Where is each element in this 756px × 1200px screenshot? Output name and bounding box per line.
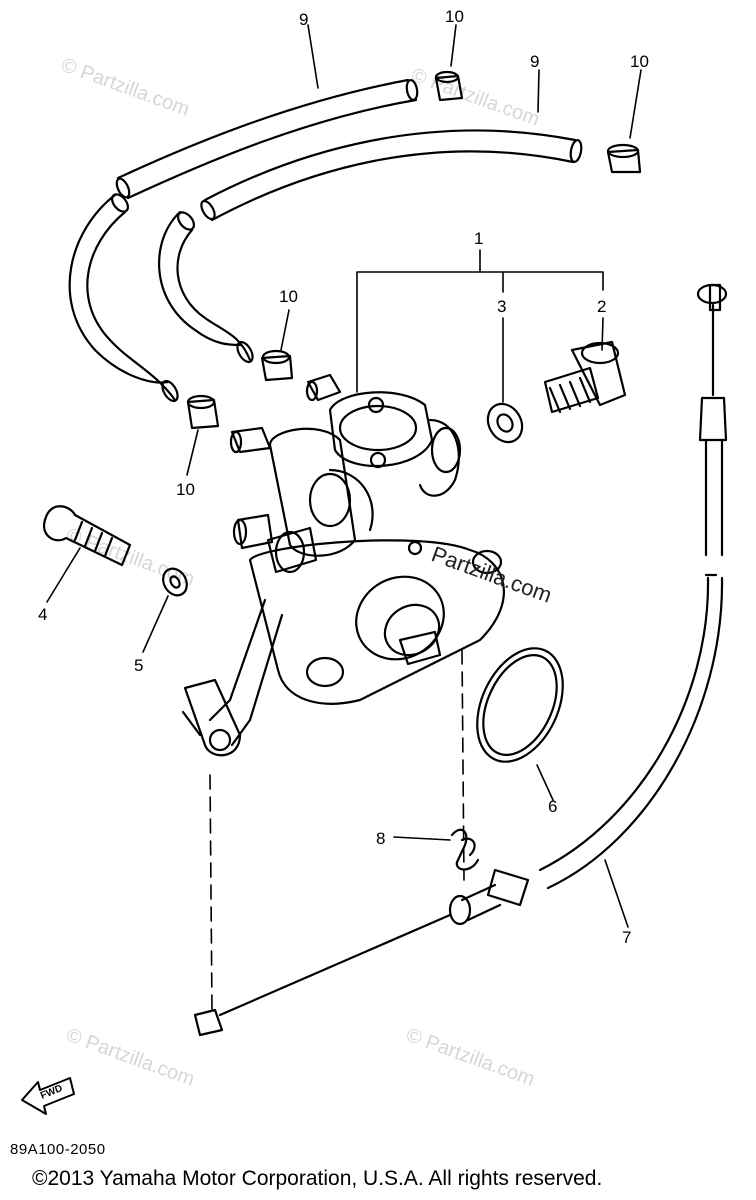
hose-9-upper — [115, 78, 419, 200]
clamp-10-right — [606, 143, 642, 174]
oil-pump-assembly — [181, 373, 505, 757]
clip-8 — [450, 828, 480, 871]
fwd-arrow-icon: FWD — [21, 1077, 75, 1115]
hose-inner — [158, 210, 254, 364]
leader-lines — [46, 24, 642, 928]
callout-10-top: 10 — [445, 7, 464, 26]
clamp-10-mid — [260, 349, 294, 382]
watermark: © Partzilla.com — [408, 64, 542, 131]
bolt-4 — [42, 505, 132, 567]
o-ring-6 — [476, 647, 564, 763]
clamp-10-top — [434, 70, 464, 102]
hose-left — [68, 193, 179, 403]
callout-10-left: 10 — [176, 480, 195, 499]
callouts: 1 2 3 4 5 6 7 8 9 9 10 10 10 10 — [38, 7, 649, 947]
watermark: © Partzilla.com — [63, 524, 197, 591]
callout-6: 6 — [548, 797, 557, 816]
washer-5 — [162, 567, 188, 597]
callout-3: 3 — [497, 297, 506, 316]
callout-2: 2 — [597, 297, 606, 316]
callout-10-right: 10 — [630, 52, 649, 71]
washer-3 — [486, 402, 524, 444]
clamp-10-left — [186, 394, 220, 430]
hose-9-lower — [200, 129, 583, 222]
callout-9-top: 9 — [299, 10, 308, 29]
watermark: © Partzilla.com — [58, 54, 192, 121]
callout-9-right: 9 — [530, 52, 539, 71]
watermark: © Partzilla.com — [63, 1024, 197, 1091]
diagram-code: 89A100-2050 — [10, 1141, 106, 1158]
watermark: © Partzilla.com — [403, 1024, 537, 1091]
callout-7: 7 — [622, 928, 631, 947]
callout-5: 5 — [134, 656, 143, 675]
callout-4: 4 — [38, 605, 47, 624]
cable-7 — [193, 283, 728, 1037]
copyright-notice: ©2013 Yamaha Motor Corporation, U.S.A. A… — [32, 1167, 603, 1190]
callout-10-mid: 10 — [279, 287, 298, 306]
callout-8: 8 — [376, 829, 385, 848]
guide-lines — [209, 649, 465, 1011]
callout-1: 1 — [474, 229, 483, 248]
bolt-2 — [543, 340, 627, 414]
